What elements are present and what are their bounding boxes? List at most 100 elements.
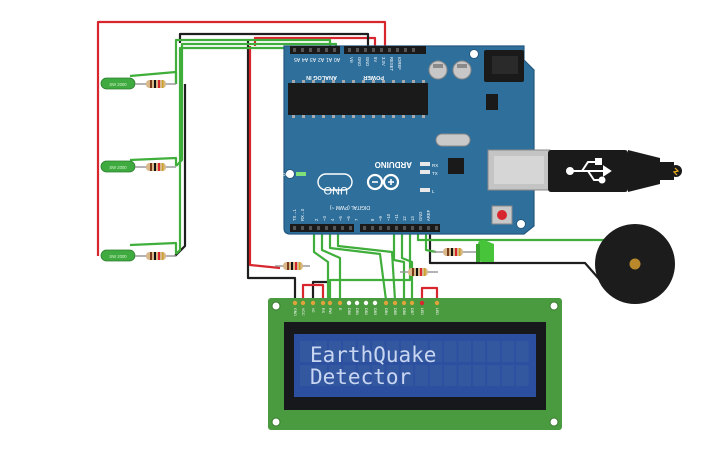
lcd-cell-grid [300, 341, 529, 386]
lcd-char-cell [444, 365, 457, 386]
wire-black-lcd-gnd [246, 40, 297, 300]
digital-pin-label: ~11 [394, 214, 399, 221]
power-header [344, 46, 426, 54]
digital-pin-label: TX→1 [292, 208, 297, 221]
lcd-char-cell [328, 365, 342, 386]
wire-green-d3 [328, 226, 388, 301]
lcd-pin-label: VCC [301, 308, 305, 316]
usb-controller-chip [448, 158, 464, 174]
resistor-2[interactable] [135, 163, 176, 171]
analog-pin-label: A1 [326, 56, 332, 62]
lcd-pin-label: DB1 [355, 308, 359, 315]
digital-pin-label: ~6 [346, 216, 351, 221]
lcd-char-cell [300, 365, 313, 386]
power-pin-label: 5V [373, 57, 378, 62]
usb-cable[interactable] [548, 150, 682, 192]
sensor-3[interactable]: SW 2000 [100, 249, 136, 262]
sensor-label: SW 2000 [109, 165, 127, 170]
wire-green-sensor-bot [129, 241, 178, 254]
uno-label: UNO [323, 184, 348, 196]
resistor-led[interactable] [434, 248, 476, 256]
lcd-line-2: Detector [310, 365, 411, 389]
digital-pin-label: 4 [330, 218, 335, 221]
power-pin-label: GND [357, 57, 362, 66]
digital-pin-label: 12 [402, 216, 407, 221]
lcd-char-cell [415, 341, 428, 362]
lcd-char-cell [372, 365, 385, 386]
vibration-sensors: SW 2000 SW 2000 SW 2000 [100, 77, 136, 262]
arduino-uno-board[interactable]: A5 A4 A3 A2 A1 A0 ANALOG IN Vin GND GND … [282, 45, 551, 235]
lcd-pin-label: DB7 [410, 308, 414, 315]
analog-pin-label: A3 [310, 56, 316, 62]
lcd-pin-label: DB4 [384, 308, 388, 315]
wire-red-vcc [253, 36, 377, 46]
wire-green-d7 [328, 226, 412, 300]
resistor-lcd-right[interactable] [400, 268, 438, 276]
lcd-char-cell [444, 341, 457, 362]
digital-pin-labels: TX→1 RX←0 7 ~6 ~5 4 ~3 2 8 ~9 ~10 ~11 12… [292, 208, 431, 221]
lcd-char-cell [328, 341, 342, 362]
power-pin-label: RESET [389, 57, 394, 71]
wire-red-lcd-a [248, 46, 281, 270]
lcd-char-cell [458, 365, 471, 386]
sensor-2[interactable]: SW 2000 [100, 160, 136, 173]
header-pins-top [293, 48, 415, 52]
lcd-char-cell [357, 365, 371, 386]
lcd-char-cell [516, 365, 529, 386]
arduino-logo [366, 173, 400, 191]
tx-led-label: TX [432, 171, 438, 176]
lcd-char-cell [314, 365, 327, 386]
lcd-pin-label: DB2 [364, 308, 368, 315]
wire-green-d6 [400, 226, 414, 300]
power-led [296, 172, 306, 176]
lcd-char-cell [458, 341, 471, 362]
lcd-char-cell [429, 365, 443, 386]
arduino-wordmark: ARDUINO [375, 160, 412, 169]
lcd-char-cell [516, 341, 529, 362]
atmega-chip [288, 83, 428, 115]
lcd-char-cell [501, 341, 515, 362]
lcd-char-cell [300, 341, 313, 362]
lcd-pin-label: E [338, 308, 342, 311]
wire-red-lcd-c [420, 286, 439, 300]
digital-pin-label: RX←0 [300, 208, 305, 221]
digital-pin-label: AREF [426, 209, 431, 221]
lcd-pin-label: RW [328, 308, 332, 315]
power-pin-label: GND [365, 57, 370, 66]
status-leds: RX TX L [420, 162, 438, 194]
lcd-pin-label: V0 [311, 308, 315, 312]
wire-red-lcd-b [301, 283, 325, 300]
on-label: ON [282, 172, 289, 177]
digital-pin-label: ~5 [338, 216, 343, 221]
wire-black-lcd-rw [311, 280, 330, 300]
uno-badge [317, 173, 353, 191]
resistor-1[interactable] [135, 80, 176, 88]
analog-pin-label: A2 [318, 56, 324, 62]
lcd-char-cell [400, 365, 414, 386]
green-led[interactable] [476, 240, 494, 262]
lcd-char-cell [472, 341, 486, 362]
digital-pin-label: ~10 [386, 213, 391, 221]
capacitor-2 [452, 60, 472, 80]
lcd-pin-labels: GND VCC V0 RS RW E DB0 DB1 DB2 DB3 DB4 D… [293, 308, 439, 316]
wire-green-d4 [336, 226, 397, 301]
reset-button[interactable] [491, 205, 513, 225]
digital-pin-label: 7 [354, 218, 359, 221]
analog-header [290, 46, 340, 54]
lcd-char-cell [429, 341, 443, 362]
power-pin-label: 3.3V [381, 57, 386, 66]
sensor-1[interactable]: SW 2000 [100, 77, 136, 90]
lcd-char-cell [343, 341, 356, 362]
power-pin-labels: Vin GND GND 5V 3.3V RESET IOREF [349, 57, 402, 71]
lcd-pin-label: DB0 [347, 308, 351, 315]
lcd-line-1: EarthQuake [310, 343, 436, 367]
lcd-pin-label: RS [321, 308, 325, 314]
lcd-module[interactable]: GND VCC V0 RS RW E DB0 DB1 DB2 DB3 DB4 D… [268, 298, 562, 430]
resistor-3[interactable] [135, 252, 176, 260]
resistor-lcd-left[interactable] [275, 262, 310, 270]
analog-pin-label: A5 [294, 56, 300, 62]
lcd-char-cell [501, 365, 515, 386]
header-pins-bottom [293, 226, 438, 230]
piezo-buzzer[interactable] [595, 224, 675, 304]
lcd-char-cell [386, 341, 399, 362]
